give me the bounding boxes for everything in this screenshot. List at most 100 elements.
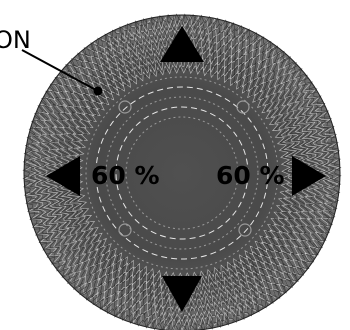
texture-spike xyxy=(74,57,80,67)
texture-spike xyxy=(176,14,180,26)
texture-spike xyxy=(49,86,57,95)
texture-spike xyxy=(314,237,323,246)
texture-spike xyxy=(307,251,315,260)
texture-spike xyxy=(150,17,153,29)
texture-spike xyxy=(86,46,92,57)
texture-spike xyxy=(312,101,324,104)
texture-spike xyxy=(251,303,254,315)
texture-spike xyxy=(325,136,337,139)
texture-spike xyxy=(304,87,315,91)
texture-spike xyxy=(24,186,35,189)
texture-spike xyxy=(109,305,118,314)
texture-spike xyxy=(317,232,326,241)
texture-spike xyxy=(301,259,309,269)
texture-spike xyxy=(272,50,282,57)
texture-spike xyxy=(115,29,118,41)
texture-spike xyxy=(178,320,183,330)
texture-spike xyxy=(314,106,326,109)
texture-spike xyxy=(100,300,109,309)
texture-spike xyxy=(25,147,36,153)
texture-spike xyxy=(151,318,157,329)
texture-spike xyxy=(328,152,339,155)
texture-spike xyxy=(268,46,278,54)
texture-spike xyxy=(24,158,35,163)
texture-spike xyxy=(82,289,92,296)
texture-spike xyxy=(312,242,321,251)
texture-spike xyxy=(186,15,191,26)
texture-spike xyxy=(32,223,43,225)
texture-spike xyxy=(161,16,164,27)
texture-dashed-ring xyxy=(105,96,259,250)
texture-spike xyxy=(145,317,152,328)
texture-spike xyxy=(46,91,55,100)
texture-marker xyxy=(236,100,250,114)
texture-spike xyxy=(30,126,40,133)
texture-spike xyxy=(27,136,38,143)
texture-spike xyxy=(192,15,197,26)
texture-spike xyxy=(329,183,340,188)
texture-spike xyxy=(319,116,330,118)
texture-wave-ring xyxy=(38,29,326,317)
texture-spike xyxy=(156,16,158,28)
texture-spike xyxy=(264,43,274,51)
texture-spike xyxy=(295,267,302,278)
texture-spike xyxy=(324,213,334,220)
texture-spike xyxy=(284,279,290,289)
texture-spike xyxy=(327,147,339,149)
texture-marker xyxy=(118,100,132,114)
texture-spike xyxy=(23,175,35,179)
texture-spike xyxy=(27,207,39,210)
texture-spike xyxy=(38,105,47,114)
texture-spike xyxy=(317,111,328,114)
texture-spike xyxy=(100,37,104,48)
texture-spike xyxy=(119,310,127,319)
texture-spike xyxy=(280,282,286,293)
texture-spike xyxy=(246,305,249,317)
texture-spike xyxy=(207,17,213,28)
texture-spike xyxy=(24,164,35,169)
texture-spike xyxy=(29,131,39,138)
triangle-right-icon xyxy=(292,156,326,196)
texture-spike xyxy=(58,267,69,273)
texture-spike xyxy=(59,73,66,83)
texture-spike xyxy=(329,177,340,182)
texture-spike xyxy=(298,77,309,83)
texture-spike xyxy=(276,286,282,297)
texture-spike xyxy=(77,286,88,293)
texture-spike xyxy=(55,263,66,269)
texture-spike xyxy=(52,81,60,91)
texture-spike xyxy=(232,25,240,35)
texture-spike xyxy=(329,172,341,177)
texture-spike xyxy=(206,318,208,330)
texture-dashed-ring xyxy=(95,86,269,260)
texture-spike xyxy=(181,14,186,26)
texture-spike xyxy=(184,320,188,330)
texture-spike xyxy=(114,308,123,317)
texture-dashed-ring xyxy=(85,76,279,270)
texture-spike xyxy=(69,279,80,285)
texture-spike xyxy=(90,295,100,303)
texture-spike xyxy=(217,20,224,30)
texture-spike xyxy=(212,18,219,29)
texture-spike xyxy=(156,319,162,330)
texture-spike xyxy=(25,153,35,158)
texture-spike xyxy=(73,282,84,289)
texture-spike xyxy=(202,16,208,27)
texture-spike xyxy=(110,31,113,43)
texture-spike xyxy=(95,298,104,306)
texture-wave-ring xyxy=(29,20,335,326)
texture-spike xyxy=(260,298,264,309)
texture-spike xyxy=(40,242,52,245)
texture-spike xyxy=(241,308,244,319)
texture-spike xyxy=(291,271,298,282)
texture-spike xyxy=(55,77,63,87)
texture-wave-ring xyxy=(42,33,322,313)
texture-spike xyxy=(125,25,127,36)
texture-spike xyxy=(91,43,96,54)
texture-wave-ring xyxy=(33,23,331,323)
texture-spike xyxy=(41,100,50,109)
texture-spike xyxy=(24,180,35,184)
texture-spike xyxy=(288,65,298,71)
disc-core xyxy=(24,15,340,330)
texture-spike xyxy=(162,320,167,330)
